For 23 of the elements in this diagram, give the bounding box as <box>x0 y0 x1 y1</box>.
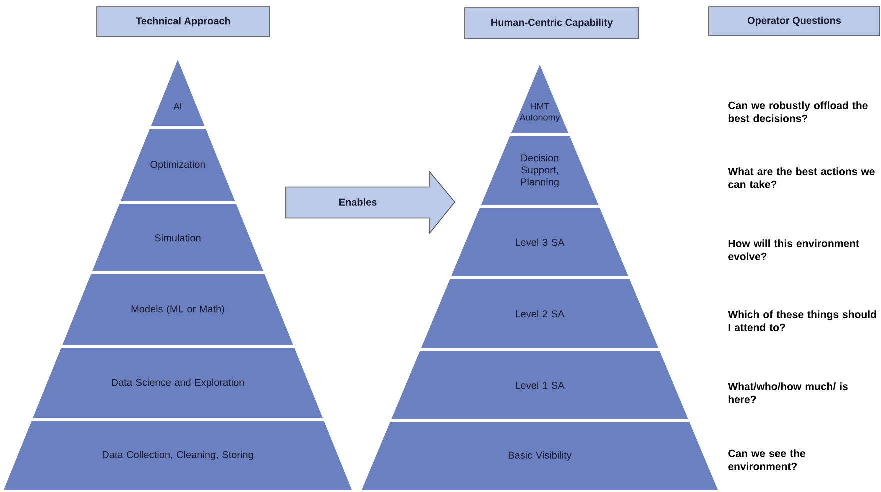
pyramid-layer: Data Collection, Cleaning, Storing <box>4 421 352 490</box>
pyramid-layer: Basic Visibility <box>362 422 718 490</box>
pyramid-layer: Optimization <box>120 130 236 202</box>
header-box: Technical Approach <box>96 6 270 38</box>
edge-label: Enables <box>340 198 377 206</box>
operator-question: Can we robustly offload the best decisions? <box>728 102 868 122</box>
pyramid-layer: Level 2 SA <box>421 279 659 348</box>
pyramid-layer: Models (ML or Math) <box>62 274 294 346</box>
operator-question: What are the best actions we can take? <box>728 168 875 188</box>
header-box: Operator Questions <box>708 6 880 36</box>
operator-question: Which of these things should I attend to? <box>728 310 876 332</box>
pyramid-layer: Data Science and Exploration <box>32 348 324 418</box>
pyramid-layer: HMT Autonomy <box>511 65 569 134</box>
operator-question: How will this environment evolve? <box>728 240 860 260</box>
header-box: Human-Centric Capability <box>464 8 640 40</box>
operator-question: Can we see the environment? <box>728 450 806 470</box>
pyramid-layer: Simulation <box>92 204 264 272</box>
operator-question: What/who/how much/ is here? <box>728 382 848 404</box>
pyramid-layer: Level 1 SA <box>392 351 688 420</box>
block-arrow <box>286 171 456 234</box>
pyramid-layer: Decision Support, Planning <box>481 136 599 206</box>
pyramid-layer: AI <box>151 60 205 126</box>
pyramid-layer: Level 3 SA <box>451 208 629 276</box>
